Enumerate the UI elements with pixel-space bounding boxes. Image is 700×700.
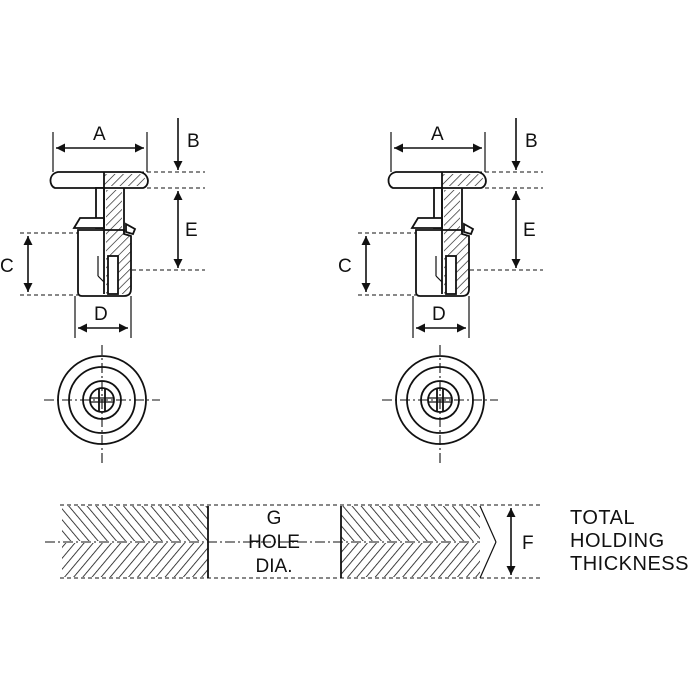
dim-label-b: B [187, 131, 200, 152]
dim-label-b: B [525, 131, 538, 152]
dim-label-d: D [432, 304, 446, 325]
dim-label-f: F [522, 533, 534, 554]
hole-label-dia: DIA. [256, 556, 293, 577]
dim-label-d: D [94, 304, 108, 325]
note-thickness: THICKNESS [570, 553, 689, 575]
rivet-left: A B E C D [0, 118, 205, 464]
dim-label-a: A [93, 124, 106, 145]
dim-label-c: C [338, 256, 352, 277]
hole-label-hole: HOLE [248, 532, 300, 553]
dim-label-a: A [431, 124, 444, 145]
note-holding: HOLDING [570, 530, 665, 552]
panel-section: G HOLE DIA. F TOTAL HOLDING THICKNESS [45, 504, 689, 579]
hole-label-g: G [267, 508, 282, 529]
dim-label-e: E [185, 220, 198, 241]
note-total: TOTAL [570, 507, 635, 529]
dim-label-c: C [0, 256, 14, 277]
rivet-right: A B E C D [338, 118, 543, 464]
dim-label-e: E [523, 220, 536, 241]
